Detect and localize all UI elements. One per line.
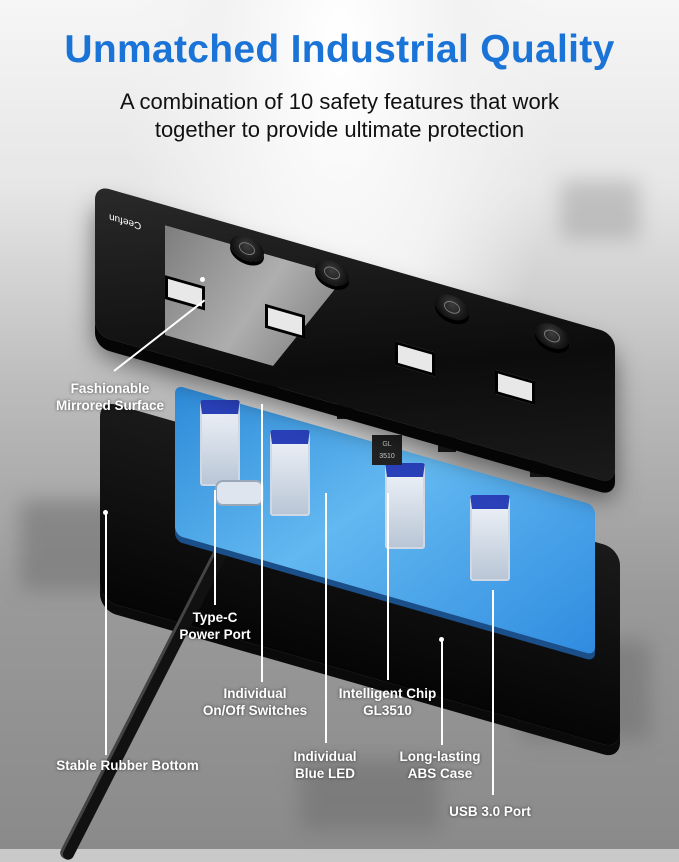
callout-dot — [200, 277, 205, 282]
callout-text: Power Port — [179, 627, 251, 642]
power-button-4 — [535, 319, 569, 353]
type-c-port — [215, 480, 264, 506]
callout-on-off-switches: Individual On/Off Switches — [185, 685, 325, 719]
callout-text: GL3510 — [363, 703, 412, 718]
callout-dot — [103, 510, 108, 515]
callout-line — [441, 640, 443, 745]
callout-text: Fashionable — [70, 381, 150, 396]
callout-text: Stable Rubber Bottom — [56, 758, 199, 773]
callout-line — [261, 404, 263, 682]
callout-abs-case: Long-lasting ABS Case — [390, 748, 490, 782]
callout-text: Type-C — [192, 610, 238, 625]
usb-port-2 — [270, 430, 310, 516]
callout-type-c-port: Type-C Power Port — [160, 609, 270, 643]
brand-logo: Ceefun — [109, 211, 142, 232]
callout-line — [214, 490, 216, 605]
chip-label: GL — [382, 441, 392, 448]
background-blur — [560, 180, 640, 240]
callout-rubber-bottom: Stable Rubber Bottom — [35, 757, 220, 774]
gl3510-chip: GL 3510 — [372, 435, 402, 465]
callout-text: Long-lasting — [399, 749, 481, 764]
callout-text: ABS Case — [407, 766, 473, 781]
usb-port-1 — [200, 400, 240, 486]
callout-mirrored-surface: Fashionable Mirrored Surface — [30, 380, 190, 414]
callout-text: Individual — [293, 749, 357, 764]
power-button-3 — [435, 290, 469, 325]
chip-label: 3510 — [379, 453, 395, 460]
led-window-3 — [395, 341, 435, 377]
callout-text: USB 3.0 Port — [449, 804, 531, 819]
callout-usb-port: USB 3.0 Port — [435, 803, 545, 820]
callout-text: Intelligent Chip — [338, 686, 437, 701]
usb-port-4 — [470, 495, 510, 581]
callout-text: On/Off Switches — [202, 703, 308, 718]
background-blur — [300, 760, 440, 830]
callout-intelligent-chip: Intelligent Chip GL3510 — [320, 685, 455, 719]
page-title: Unmatched Industrial Quality — [64, 28, 615, 71]
callout-text: Blue LED — [294, 766, 355, 781]
callout-blue-led: Individual Blue LED — [280, 748, 370, 782]
callout-dot — [439, 637, 444, 642]
page-subtitle: A combination of 10 safety features that… — [0, 88, 679, 144]
callout-text: Individual — [223, 686, 287, 701]
callout-line — [325, 493, 327, 743]
subtitle-line-2: together to provide ultimate protection — [154, 117, 525, 142]
usb-port-3 — [385, 463, 425, 549]
callout-line — [105, 512, 107, 755]
subtitle-line-1: A combination of 10 safety features that… — [119, 89, 560, 114]
callout-line — [492, 590, 494, 795]
callout-text: Mirrored Surface — [55, 398, 165, 413]
callout-line — [387, 493, 389, 680]
led-window-4 — [495, 369, 535, 406]
